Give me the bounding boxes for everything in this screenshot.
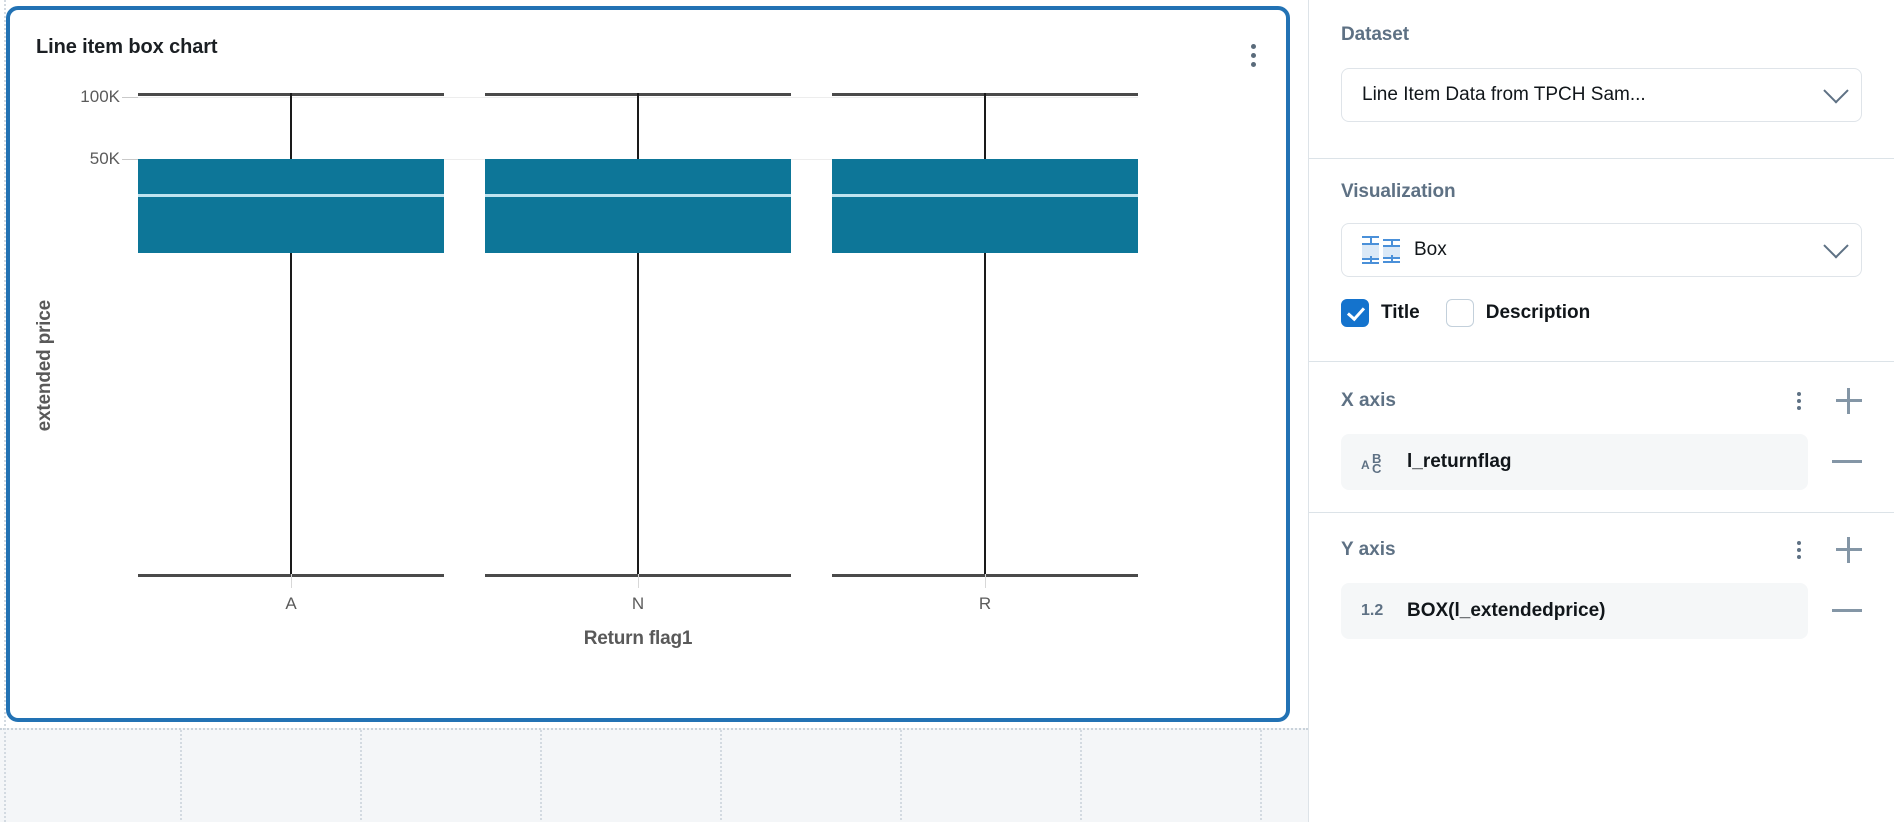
x-axis-header: X axis <box>1309 388 1894 414</box>
visualization-select[interactable]: Box <box>1341 223 1862 277</box>
canvas-guide-left <box>4 0 6 822</box>
description-checkbox[interactable] <box>1445 299 1474 327</box>
box-rect-n <box>485 159 791 253</box>
y-axis-remove-icon[interactable] <box>1832 596 1862 626</box>
y-axis-header: Y axis <box>1309 537 1894 563</box>
number-type-glyph: 1.2 <box>1361 602 1384 619</box>
whisker-line-lower-n <box>637 253 639 574</box>
y-axis-field-row: 1.2 BOX(l_extendedprice) <box>1309 583 1894 639</box>
visualization-toggles: Title Description <box>1341 299 1862 327</box>
median-line-a <box>138 194 444 197</box>
box-plot-icon <box>1362 235 1404 265</box>
x-axis-label: Return flag1 <box>583 628 693 649</box>
y-tick-mark-100k <box>122 97 138 98</box>
whisker-line-lower-a <box>290 253 292 574</box>
y-axis-label: extended price <box>34 300 55 432</box>
dashboard-grid-background <box>0 728 1308 822</box>
x-axis-remove-icon[interactable] <box>1832 447 1862 477</box>
divider-x-axis <box>1309 512 1894 513</box>
divider-dataset <box>1309 158 1894 159</box>
box-rect-r <box>832 159 1138 253</box>
chevron-down-icon <box>1823 78 1849 104</box>
chevron-down-icon <box>1823 233 1849 259</box>
dataset-section: Dataset Line Item Data from TPCH Sam... <box>1309 0 1894 122</box>
dataset-select-value: Line Item Data from TPCH Sam... <box>1362 84 1646 105</box>
x-tick-label-n: N <box>631 594 645 613</box>
chart-card-kebab-menu-icon[interactable] <box>1242 40 1264 70</box>
x-tick-label-a: A <box>285 594 297 613</box>
plot-area: A N <box>138 66 1138 613</box>
y-axis-add-icon[interactable] <box>1836 537 1862 563</box>
title-checkbox[interactable] <box>1341 299 1369 327</box>
x-axis-kebab-menu-icon[interactable] <box>1788 388 1810 414</box>
x-tick-mark-n <box>638 574 639 588</box>
visualization-select-value: Box <box>1414 239 1447 260</box>
number-type-icon: 1.2 <box>1361 602 1401 620</box>
box-plot-group-a[interactable]: A <box>138 66 444 613</box>
median-line-r <box>832 194 1138 197</box>
chart-card[interactable]: Line item box chart extended price 100K … <box>6 6 1290 722</box>
divider-visualization <box>1309 361 1894 362</box>
settings-panel: Dataset Line Item Data from TPCH Sam... … <box>1308 0 1894 822</box>
title-checkbox-label: Title <box>1381 302 1420 323</box>
box-plot-group-r[interactable]: R <box>832 66 1138 613</box>
visualization-section-label: Visualization <box>1341 181 1456 202</box>
x-tick-label-r: R <box>978 594 992 613</box>
y-tick-label-100k: 100K <box>80 87 120 106</box>
x-axis-add-icon[interactable] <box>1836 388 1862 414</box>
whisker-line-upper-r <box>984 93 986 159</box>
visualization-section: Visualization <box>1309 159 1894 327</box>
dataset-section-label: Dataset <box>1341 24 1409 45</box>
dataset-select[interactable]: Line Item Data from TPCH Sam... <box>1341 68 1862 122</box>
whisker-line-upper-a <box>290 93 292 159</box>
median-line-n <box>485 194 791 197</box>
y-axis-field-box-extendedprice[interactable]: 1.2 BOX(l_extendedprice) <box>1341 583 1808 639</box>
box-chart-plot: extended price 100K 50K <box>10 66 1286 714</box>
x-axis-field-name: l_returnflag <box>1407 451 1512 472</box>
box-plot-group-n[interactable]: N <box>485 66 791 613</box>
chart-title: Line item box chart <box>36 36 218 58</box>
x-axis-section-label: X axis <box>1341 390 1396 411</box>
whisker-line-upper-n <box>637 93 639 159</box>
description-checkbox-label: Description <box>1485 302 1591 323</box>
y-tick-mark-50k <box>122 159 138 160</box>
x-tick-mark-r <box>985 574 986 588</box>
x-tick-mark-a <box>291 574 292 588</box>
dashboard-canvas: Line item box chart extended price 100K … <box>0 0 1308 822</box>
y-tick-label-50k: 50K <box>89 149 120 168</box>
y-axis-field-name: BOX(l_extendedprice) <box>1407 600 1606 621</box>
y-axis-section-label: Y axis <box>1341 539 1396 560</box>
box-rect-a <box>138 159 444 253</box>
whisker-line-lower-r <box>984 253 986 574</box>
y-axis-kebab-menu-icon[interactable] <box>1788 537 1810 563</box>
